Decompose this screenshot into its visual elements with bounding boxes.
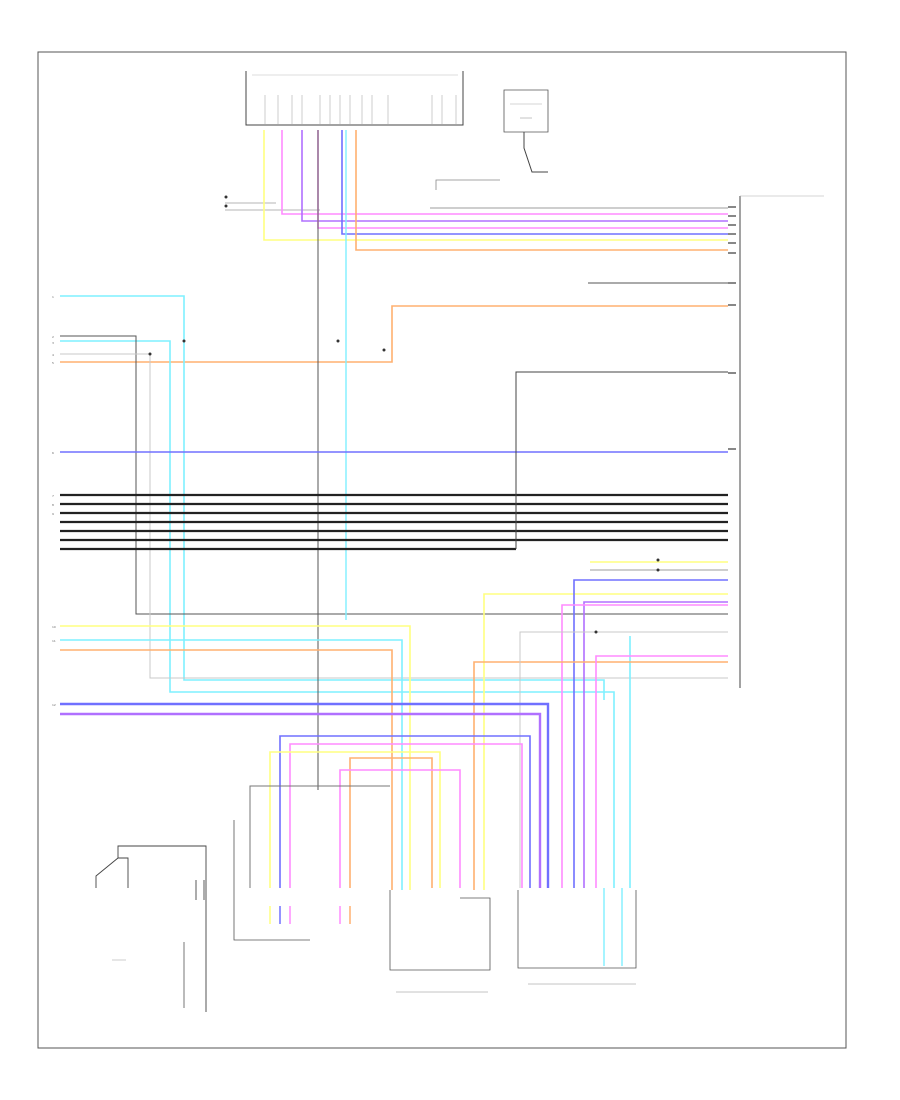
mic-connector — [183, 880, 205, 1008]
svg-text:11: 11 — [52, 639, 56, 643]
orange-wire — [60, 305, 728, 363]
black-wire-bundle — [60, 493, 728, 551]
svg-text:10: 10 — [52, 625, 56, 629]
svg-text:1: 1 — [52, 295, 54, 299]
top-connector-block — [245, 71, 464, 126]
svg-text:3: 3 — [52, 341, 54, 345]
antenna-amp-module — [503, 89, 549, 173]
svg-text:12: 12 — [52, 703, 56, 707]
svg-text:6: 6 — [52, 451, 54, 455]
speaker-feed-wires — [60, 702, 550, 888]
svg-text:2: 2 — [52, 335, 54, 339]
svg-text:7: 7 — [52, 494, 54, 498]
black-return-wire — [515, 371, 728, 549]
gray-bottom-wire — [249, 785, 390, 888]
satellite-antenna-module — [95, 845, 207, 1012]
main-unit-connector — [728, 195, 824, 688]
svg-text:5: 5 — [52, 361, 54, 365]
left-front-speaker-connector — [389, 890, 491, 993]
splice-points — [148, 195, 660, 634]
left-pin-column: 1 2 3 4 5 6 7 8 9 10 11 12 — [52, 295, 56, 707]
svg-text:4: 4 — [52, 353, 54, 357]
cd-changer-connector — [233, 820, 351, 941]
diagram-frame — [37, 51, 847, 1049]
svg-text:8: 8 — [52, 503, 54, 507]
svg-text:9: 9 — [52, 512, 54, 516]
top-signal-wires — [225, 130, 728, 284]
light-blue-wires — [60, 295, 728, 888]
right-front-speaker-connector — [517, 888, 637, 985]
lower-signal-wires — [60, 561, 728, 890]
